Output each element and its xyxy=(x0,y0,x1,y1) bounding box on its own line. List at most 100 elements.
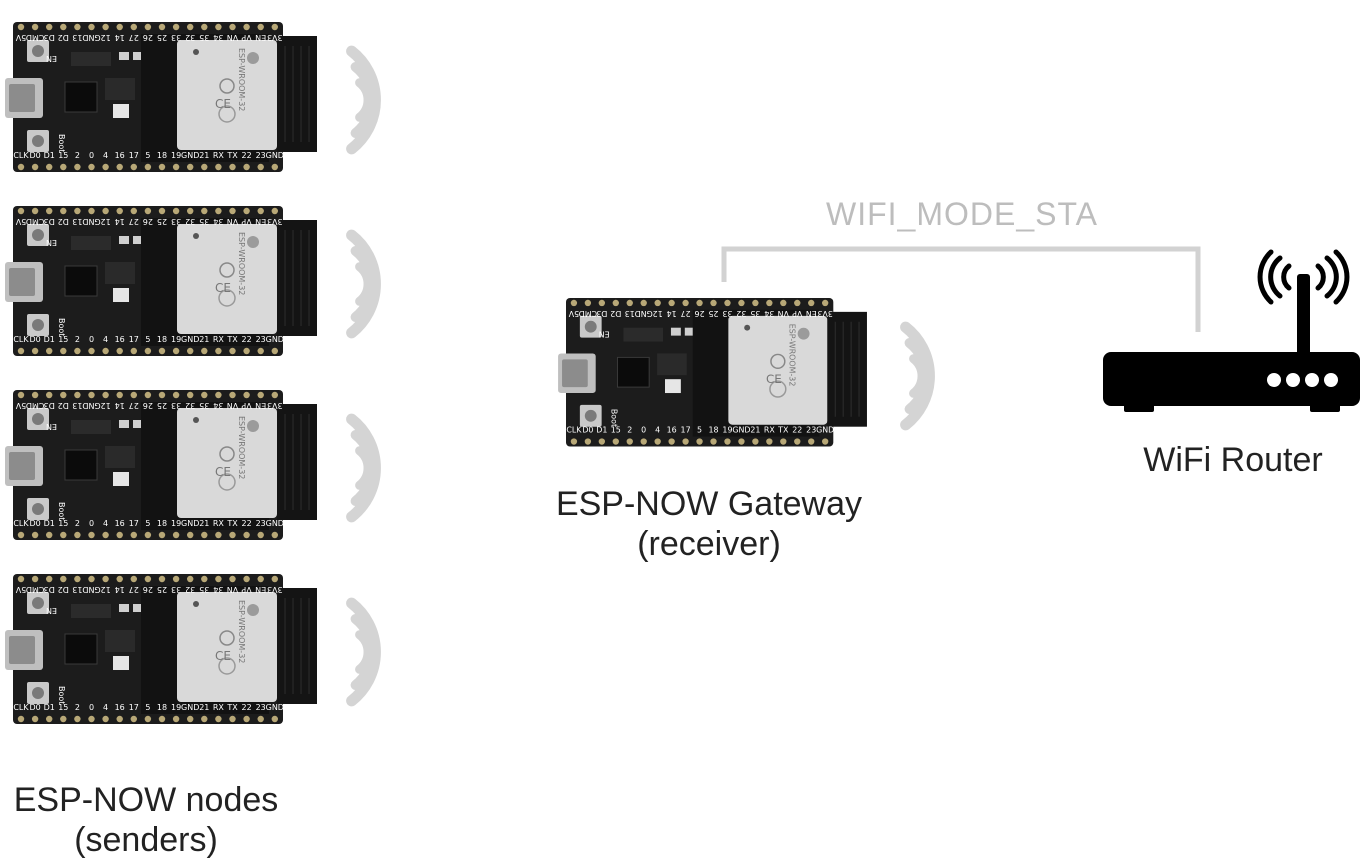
pin-label-top: 35 xyxy=(199,33,209,42)
pin-label-bottom: 5 xyxy=(145,519,150,528)
pin-label-top: D2 xyxy=(58,401,69,410)
pin-label-bottom: 2 xyxy=(75,151,80,160)
pin-label-bottom: 22 xyxy=(242,335,252,344)
pin-label-bottom: 23 xyxy=(256,335,266,344)
pin-label-bottom: D0 xyxy=(29,335,40,344)
pin-label-top: 5V xyxy=(15,217,26,226)
gateway-waves-icon xyxy=(900,321,935,431)
pin-label-bottom: GND xyxy=(266,151,284,160)
pin-label-bottom: RX xyxy=(764,426,775,435)
pin-label-top: CMD xyxy=(26,33,45,42)
pin-label-bottom: 21 xyxy=(199,519,209,528)
boot-label: Boot xyxy=(57,134,66,152)
pin-label-top: 3V3 xyxy=(267,33,283,42)
pin-label-bottom: 18 xyxy=(708,426,718,435)
sender-waves-icon-2 xyxy=(346,229,381,339)
router-icon xyxy=(1103,249,1360,412)
pin-label-top: 34 xyxy=(213,401,223,410)
pin-label-top: 14 xyxy=(667,309,677,318)
pin-label-top: GND xyxy=(82,33,100,42)
pin-label-bottom: 21 xyxy=(199,335,209,344)
pin-label-bottom: D1 xyxy=(44,151,55,160)
pin-label-top: 33 xyxy=(722,309,732,318)
pin-label-bottom: 22 xyxy=(242,151,252,160)
pin-label-bottom: 5 xyxy=(145,335,150,344)
pin-label-bottom: 15 xyxy=(58,335,68,344)
pin-label-bottom: GND xyxy=(181,519,199,528)
sta-link-line xyxy=(721,246,1201,332)
pin-label-top: 12 xyxy=(101,401,111,410)
pin-label-bottom: 18 xyxy=(157,151,167,160)
pin-label-bottom: 21 xyxy=(750,426,760,435)
pin-label-top: 32 xyxy=(185,217,195,226)
ce-mark: CE xyxy=(215,465,231,479)
pin-label-bottom: 19 xyxy=(171,703,181,712)
pin-label-bottom: 15 xyxy=(58,519,68,528)
pin-label-top: 32 xyxy=(185,33,195,42)
pin-label-top: 33 xyxy=(171,585,181,594)
pin-label-bottom: RX xyxy=(213,335,225,344)
pin-label-top: 27 xyxy=(129,401,139,410)
pin-label-bottom: 2 xyxy=(75,703,80,712)
pin-label-bottom: D1 xyxy=(596,426,607,435)
pin-label-bottom: D0 xyxy=(29,519,40,528)
pin-label-bottom: D0 xyxy=(29,703,40,712)
pin-label-bottom: TX xyxy=(777,426,789,435)
pin-label-bottom: 0 xyxy=(641,426,646,435)
pin-label-top: CMD xyxy=(26,217,45,226)
pin-label-top: 25 xyxy=(157,401,167,410)
boot-label: Boot xyxy=(57,318,66,336)
pin-label-top: 25 xyxy=(157,217,167,226)
pin-label-bottom: 21 xyxy=(199,151,209,160)
ce-mark: CE xyxy=(215,97,231,111)
pin-label-bottom: CLK xyxy=(13,703,29,712)
pin-label-bottom: 19 xyxy=(171,519,181,528)
pin-label-top: VN xyxy=(227,217,238,226)
pin-label-top: CMD xyxy=(26,585,45,594)
pin-label-top: EN xyxy=(255,585,266,594)
pin-label-bottom: RX xyxy=(213,519,225,528)
pin-label-top: 35 xyxy=(199,217,209,226)
pin-label-top: EN xyxy=(255,401,266,410)
pin-label-top: 27 xyxy=(129,585,139,594)
pin-label-bottom: 16 xyxy=(115,519,125,528)
pin-label-bottom: 23 xyxy=(256,519,266,528)
pin-label-top: 13 xyxy=(625,309,635,318)
pin-label-top: 5V xyxy=(15,401,26,410)
pin-label-top: 34 xyxy=(213,585,223,594)
pin-label-bottom: 5 xyxy=(697,426,702,435)
pin-label-top: 5V xyxy=(568,309,579,318)
sender-waves-icon-4 xyxy=(346,597,381,707)
pin-label-bottom: 17 xyxy=(129,519,139,528)
nodes-label-line1: ESP-NOW nodes xyxy=(13,781,279,819)
pin-label-top: GND xyxy=(82,217,100,226)
pin-label-bottom: 4 xyxy=(103,703,108,712)
pin-label-top: CMD xyxy=(26,401,45,410)
pin-label-bottom: 16 xyxy=(115,151,125,160)
pin-label-top: VN xyxy=(227,585,238,594)
pin-label-top: D3 xyxy=(44,217,55,226)
sender-waves-icon-1 xyxy=(346,45,381,155)
pin-label-top: VN xyxy=(778,309,789,318)
nodes-label: ESP-NOW nodes (senders) xyxy=(0,780,292,860)
pin-label-bottom: 19 xyxy=(171,151,181,160)
pin-label-bottom: TX xyxy=(226,335,238,344)
pin-label-bottom: 19 xyxy=(722,426,732,435)
pin-label-top: 34 xyxy=(764,309,774,318)
nodes-label-line2: (senders) xyxy=(74,821,218,859)
boot-label: Boot xyxy=(610,409,619,427)
pin-label-bottom: 18 xyxy=(157,519,167,528)
gateway-board: 5VCLKCMDD0D3D1D215132GND0124141627172652… xyxy=(557,297,868,448)
pin-label-bottom: 4 xyxy=(655,426,660,435)
pin-label-top: GND xyxy=(635,309,653,318)
pin-label-bottom: GND xyxy=(816,426,834,435)
pin-label-top: VP xyxy=(241,585,251,594)
pin-label-bottom: 23 xyxy=(806,426,816,435)
pin-label-bottom: 22 xyxy=(242,519,252,528)
pin-label-top: 26 xyxy=(143,33,153,42)
ce-mark: CE xyxy=(215,649,231,663)
pin-label-bottom: CLK xyxy=(13,519,29,528)
pin-label-bottom: TX xyxy=(226,703,238,712)
